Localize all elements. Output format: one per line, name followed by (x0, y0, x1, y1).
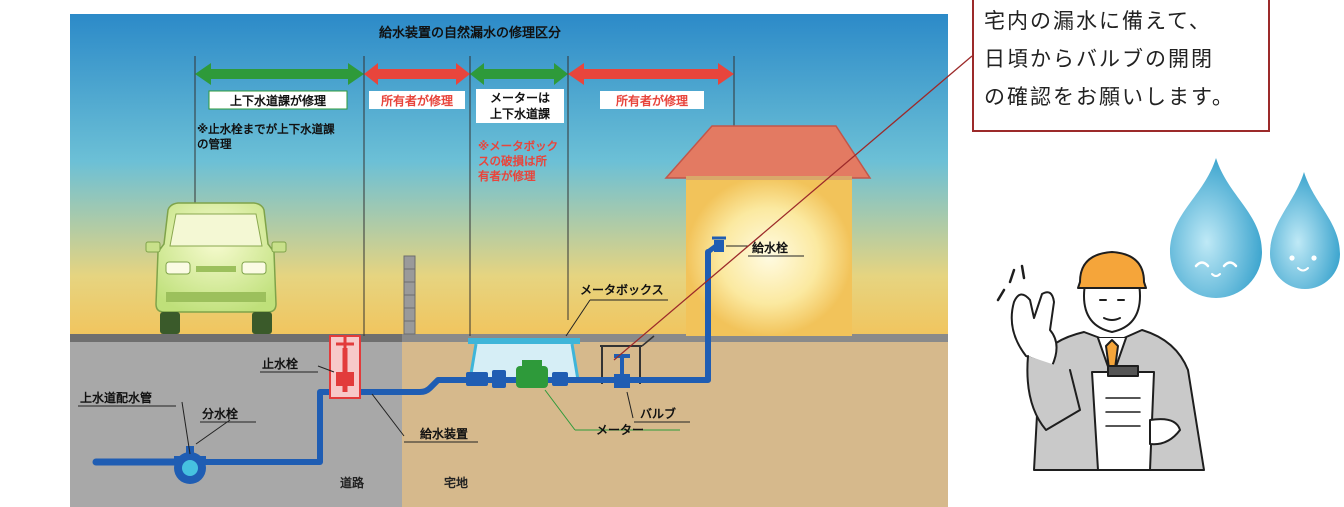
label-faucet: 給水栓 (752, 240, 788, 255)
house-illustration (664, 125, 872, 336)
valve-symbol (614, 354, 630, 388)
callout-line-3: の確認をお願いします。 (984, 85, 1235, 109)
callout-box: 宅内の漏水に備えて、 日頃からバルブの開閉 の確認をお願いします。 (972, 0, 1270, 132)
stop-valve-symbol (329, 335, 361, 399)
label-main-pipe: 上水道配水管 (80, 390, 152, 405)
ground-surface (402, 334, 948, 342)
callout-line-2: 日頃からバルブの開閉 (984, 47, 1214, 71)
label-residence: 宅地 (444, 475, 468, 490)
main-pipe-symbol (174, 446, 206, 484)
meter-note-1: ※メータボック (478, 139, 558, 153)
diagram-title: 給水装置の自然漏水の修理区分 (379, 25, 561, 41)
road-surface (70, 334, 402, 342)
meter-note-3: 有者が修理 (478, 169, 536, 183)
meter-assembly (466, 360, 568, 388)
zone-meter-label-1: メーターは (490, 91, 550, 105)
zone-utility-label: 上下水道課が修理 (230, 93, 326, 108)
utility-note-2: の管理 (197, 137, 232, 151)
zone-meter-label-2: 上下水道課 (490, 106, 551, 121)
worker-illustration (996, 251, 1205, 471)
zone-separators (194, 56, 735, 336)
utility-note-1: ※止水栓までが上下水道課 (197, 122, 335, 136)
red-arrow-owner-left (364, 63, 470, 85)
block-wall (403, 255, 416, 335)
label-valve: バルブ (640, 406, 676, 421)
callout-line-1: 宅内の漏水に備えて、 (984, 9, 1212, 33)
green-arrow-meter (470, 63, 568, 85)
label-branch-valve: 分水栓 (202, 406, 238, 421)
label-stop-valve: 止水栓 (262, 356, 298, 371)
faucet-symbol (712, 236, 726, 252)
label-supply-device: 給水装置 (420, 426, 468, 441)
water-drop-characters (1170, 158, 1340, 298)
zone-owner-right-label: 所有者が修理 (616, 93, 688, 108)
label-meter: メーター (596, 423, 644, 437)
red-arrow-owner-right (568, 63, 734, 85)
zone-owner-left-label: 所有者が修理 (381, 93, 453, 108)
meter-note-2: スの破損は所 (478, 154, 547, 168)
car-illustration (145, 202, 287, 334)
leader-lines (181, 55, 973, 455)
green-arrow-utility (195, 63, 364, 85)
label-road: 道路 (340, 475, 365, 490)
label-meter-box: メータボックス (580, 282, 664, 297)
